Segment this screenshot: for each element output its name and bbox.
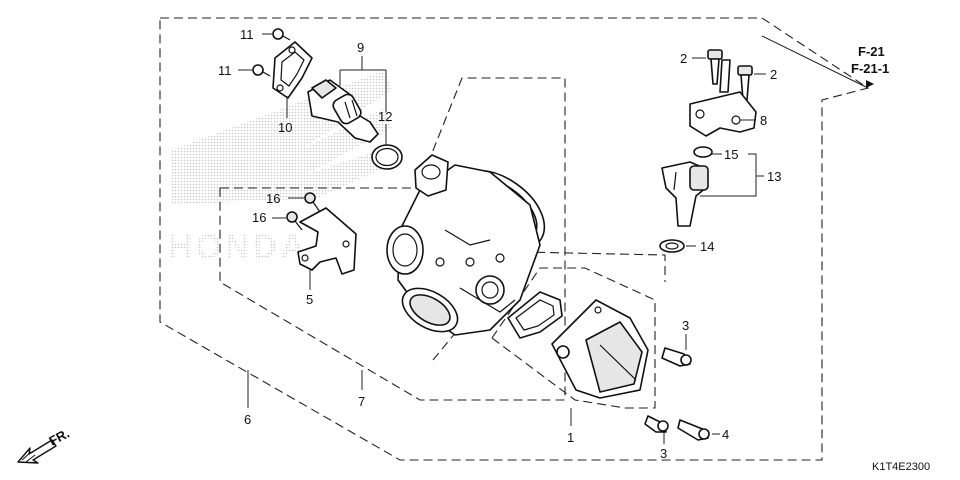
callout-12: 12: [378, 109, 392, 124]
front-arrow-icon: [17, 439, 57, 464]
ref-arrow: [866, 80, 874, 88]
screw-16-lower: [286, 211, 303, 231]
callout-16-upper: 16: [266, 191, 280, 206]
leader-13: [700, 153, 764, 197]
boundary-assembly-6: [159, 17, 870, 461]
boundary-injector: [432, 251, 666, 361]
honda-watermark: HONDA: [168, 70, 392, 266]
throttle-body: [386, 154, 546, 336]
callout-2-right: 2: [770, 67, 777, 82]
callout-11-upper: 11: [240, 27, 254, 42]
callout-15: 15: [724, 147, 738, 162]
front-direction-indicator: FR.: [17, 426, 72, 464]
screw-3-lower: [644, 415, 669, 433]
iacv-9: [307, 79, 379, 143]
callout-3-lower: 3: [660, 446, 667, 461]
callout-1: 1: [567, 430, 574, 445]
bolt-2-left: [707, 49, 723, 85]
ref-label-f21: F-21: [858, 44, 885, 59]
callout-9: 9: [357, 40, 364, 55]
injector-13: [661, 161, 709, 227]
leader-ref: [761, 35, 869, 89]
callout-8: 8: [760, 113, 767, 128]
bolt-2-right: [737, 65, 753, 101]
screw-16-upper: [304, 192, 321, 213]
bolt-11-lower: [252, 64, 271, 77]
gasket-10: [272, 41, 313, 99]
ref-label-f21-1: F-21-1: [851, 61, 889, 76]
leader-9: [339, 56, 387, 112]
callout-10: 10: [278, 120, 292, 135]
boundary-sensor-1: [491, 267, 656, 409]
fuel-pipe: [719, 59, 731, 93]
joint-8: [689, 91, 757, 137]
callout-6: 6: [244, 412, 251, 427]
diagram-code: K1T4E2300: [872, 461, 930, 473]
callout-3-upper: 3: [682, 318, 689, 333]
callout-4: 4: [722, 427, 729, 442]
callout-13: 13: [767, 169, 781, 184]
callout-16-lower: 16: [252, 210, 266, 225]
o-ring-15: [693, 146, 713, 158]
bolt-4: [677, 419, 710, 441]
watermark-text: HONDA: [168, 228, 308, 266]
bolt-11-upper: [272, 28, 291, 41]
screw-3-upper: [661, 347, 692, 367]
bracket-5: [297, 207, 357, 275]
callout-11-lower: 11: [218, 63, 232, 78]
seal-14: [659, 239, 685, 253]
sensor-gasket: [507, 291, 563, 339]
callout-2-left: 2: [680, 51, 687, 66]
callout-5: 5: [306, 292, 313, 307]
sensor-1: [551, 299, 649, 399]
callout-7: 7: [358, 394, 365, 409]
callout-14: 14: [700, 239, 714, 254]
